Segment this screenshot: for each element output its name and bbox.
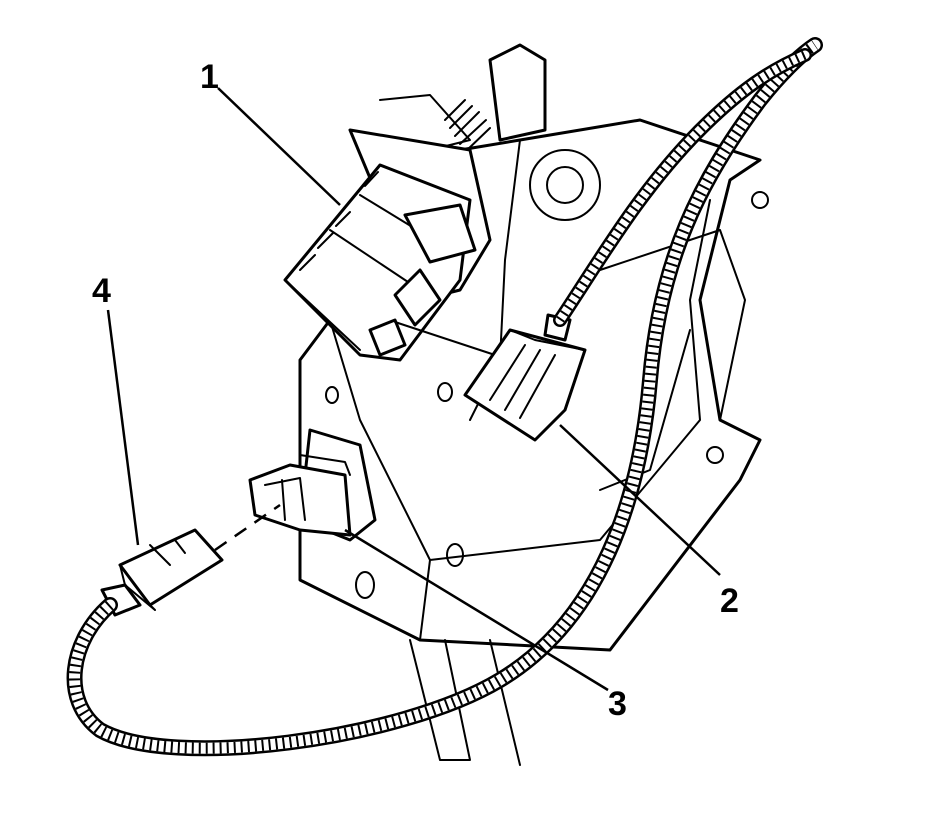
return-spring	[379, 43, 547, 153]
switch-assembly	[283, 128, 492, 362]
callout-1: 1	[200, 58, 219, 96]
wiring-harness	[66, 37, 823, 757]
switch-link-line	[394, 321, 496, 356]
leader-line-1	[217, 87, 341, 206]
engagement-dashed-line	[214, 503, 281, 552]
leader-line-4	[106, 309, 140, 546]
callout-3: 3	[608, 685, 627, 723]
callout-2: 2	[720, 582, 739, 620]
plug-4	[100, 528, 224, 617]
leader-line-2	[559, 424, 721, 576]
leader-line-3	[344, 528, 609, 692]
receptacle-3	[248, 428, 377, 542]
callout-4: 4	[92, 272, 111, 310]
